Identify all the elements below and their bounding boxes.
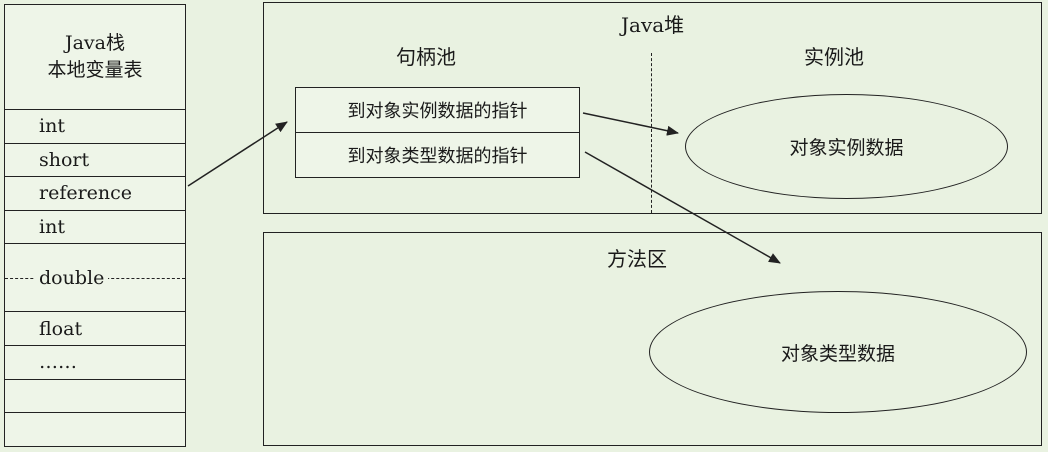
slot-label: reference [39,182,133,205]
stack-slot-float: float [5,312,185,346]
handle-pool-title: 句柄池 [396,45,456,69]
java-stack-title: Java栈 [64,32,125,54]
slot-label: int [39,115,65,138]
slot-label: double [35,266,109,289]
method-area-title: 方法区 [607,247,667,271]
type-pointer-arrow [584,151,781,264]
slot-label: int [39,216,65,239]
method-area: 方法区 对象类型数据 [263,232,1042,446]
instance-pool-title: 实例池 [804,45,864,69]
reference-arrow [187,121,288,187]
java-stack-header: Java栈 本地变量表 [5,5,185,110]
stack-slot-empty [5,380,185,414]
instance-data-ellipse: 对象实例数据 [685,94,1008,199]
java-heap-title: Java堆 [621,13,685,37]
type-pointer-label: 到对象类型数据的指针 [347,145,528,167]
java-stack: Java栈 本地变量表 int short reference int doub… [4,4,186,447]
stack-slot-int-2: int [5,211,185,245]
stack-slot-short: short [5,144,185,178]
type-data-ellipse: 对象类型数据 [649,291,1027,413]
instance-pointer-cell: 到对象实例数据的指针 [296,88,579,133]
handle-pool: 到对象实例数据的指针 到对象类型数据的指针 [295,87,580,178]
type-pointer-cell: 到对象类型数据的指针 [296,133,579,178]
stack-slot-int: int [5,110,185,144]
instance-pointer-arrow [582,112,679,136]
slot-label: float [39,317,83,340]
slot-label: short [39,148,90,171]
type-data-label: 对象类型数据 [780,342,895,365]
slot-label: …… [39,351,77,374]
stack-slot-double: double [5,244,185,313]
instance-data-label: 对象实例数据 [789,137,904,159]
stack-slot-reference: reference [5,177,185,211]
local-variable-table-title: 本地变量表 [47,59,143,81]
instance-pointer-label: 到对象实例数据的指针 [347,100,528,122]
java-heap: Java堆 句柄池 实例池 到对象实例数据的指针 到对象类型数据的指针 对象实例… [263,2,1042,214]
stack-slot-ellipsis: …… [5,346,185,380]
heap-divider [651,53,652,213]
